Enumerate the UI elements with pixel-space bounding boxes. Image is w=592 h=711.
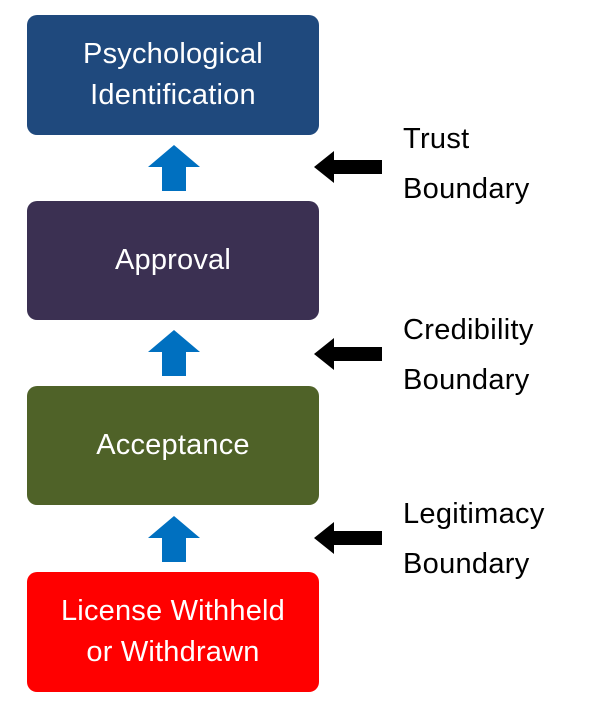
stage-license-withheld: License Withheld or Withdrawn bbox=[27, 572, 319, 692]
arrow-up-icon bbox=[148, 330, 200, 376]
stage-label-line1: License Withheld bbox=[60, 594, 286, 627]
boundary-label-line2: Boundary bbox=[403, 172, 530, 205]
stage-label-line1: Approval bbox=[114, 243, 232, 276]
boundary-label-line1: Legitimacy bbox=[403, 498, 545, 530]
stage-psychological-identification: Psychological Identification bbox=[27, 15, 319, 135]
stage-label-line1: Psychological bbox=[83, 37, 263, 70]
credibility-boundary-label: Credibility Boundary bbox=[403, 306, 534, 406]
arrow-left-icon bbox=[314, 151, 382, 183]
arrow-left-icon bbox=[314, 522, 382, 554]
trust-boundary-label: Trust Boundary bbox=[403, 115, 530, 215]
arrow-up-icon bbox=[148, 145, 200, 191]
boundary-label-line2: Boundary bbox=[403, 547, 530, 580]
boundary-label-line1: Trust bbox=[403, 123, 470, 155]
stage-label-line1: Acceptance bbox=[96, 428, 250, 461]
stage-label-line2: or Withdrawn bbox=[86, 636, 260, 668]
boundary-label-line1: Credibility bbox=[403, 314, 534, 346]
stage-label-line2: Identification bbox=[90, 79, 256, 111]
arrow-up-icon bbox=[148, 516, 200, 562]
stage-approval: Approval bbox=[27, 201, 319, 320]
arrow-left-icon bbox=[314, 338, 382, 370]
boundary-label-line2: Boundary bbox=[403, 363, 530, 396]
legitimacy-boundary-label: Legitimacy Boundary bbox=[403, 490, 545, 590]
stage-acceptance: Acceptance bbox=[27, 386, 319, 505]
